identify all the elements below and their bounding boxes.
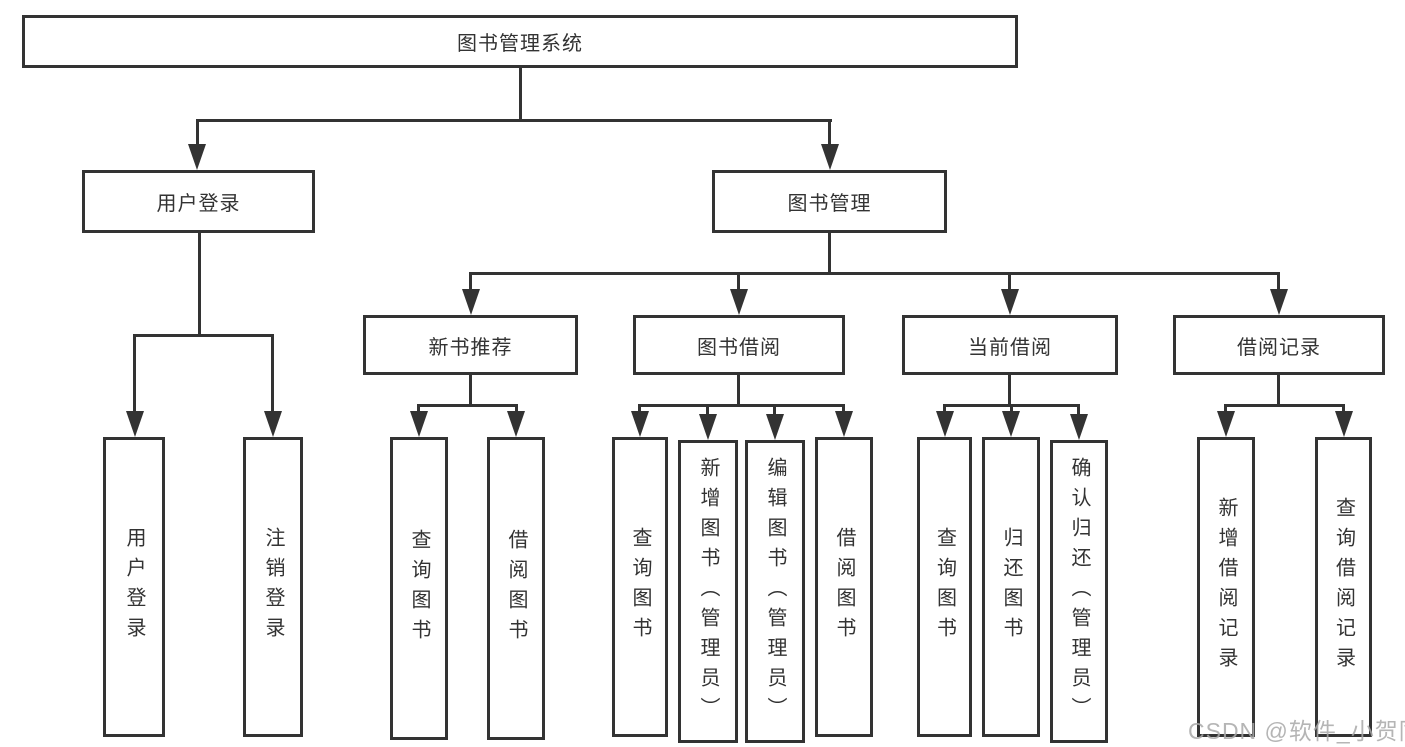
leaf-current-query-books: 查询图书	[917, 437, 972, 737]
leaf-current-confirm-return-admin-label: 确认归还（管理员）	[1068, 456, 1090, 727]
node-current-borrowing: 当前借阅	[902, 315, 1118, 375]
arrow-down-icon	[730, 289, 748, 315]
edge-bookmgmt-stub	[828, 233, 831, 274]
node-new-book-recommend-label: 新书推荐	[428, 336, 513, 359]
leaf-user-login-label: 用户登录	[123, 527, 145, 647]
edge-records-drop-1	[1224, 404, 1227, 413]
arrow-down-icon	[1217, 411, 1235, 437]
edge-borrow-drop-4	[842, 404, 845, 413]
edge-current-stub	[1008, 375, 1011, 406]
node-user-login: 用户登录	[82, 170, 315, 233]
edge-userlogin-drop-right	[271, 334, 274, 414]
node-borrow-records: 借阅记录	[1173, 315, 1385, 375]
leaf-borrow-borrow-books: 借阅图书	[815, 437, 873, 737]
edge-bookmgmt-drop-3	[1008, 272, 1011, 292]
edge-records-drop-2	[1342, 404, 1345, 413]
arrow-down-icon	[936, 411, 954, 437]
arrow-down-icon	[766, 414, 784, 440]
arrow-down-icon	[126, 411, 144, 437]
leaf-borrow-edit-books-admin: 编辑图书（管理员）	[745, 440, 805, 743]
node-book-management: 图书管理	[712, 170, 947, 233]
edge-userlogin-stub	[198, 233, 201, 336]
arrow-down-icon	[1270, 289, 1288, 315]
node-new-book-recommend: 新书推荐	[363, 315, 578, 375]
node-borrow-records-label: 借阅记录	[1237, 336, 1321, 359]
edge-current-drop-3	[1077, 404, 1080, 416]
edge-userlogin-drop-left	[133, 334, 136, 414]
arrow-down-icon	[699, 414, 717, 440]
edge-bookmgmt-drop-4	[1277, 272, 1280, 292]
leaf-user-login: 用户登录	[103, 437, 165, 737]
edge-root-drop-left	[196, 119, 199, 147]
leaf-current-query-books-label: 查询图书	[933, 527, 956, 647]
leaf-current-return-books-label: 归还图书	[1000, 527, 1022, 647]
leaf-records-add-record: 新增借阅记录	[1197, 437, 1255, 737]
leaf-records-add-record-label: 新增借阅记录	[1215, 497, 1237, 677]
edge-bookmgmt-drop-2	[737, 272, 740, 292]
arrow-down-icon	[188, 144, 206, 170]
edge-root-stub	[519, 68, 522, 121]
edge-records-stub	[1277, 375, 1280, 406]
arrow-down-icon	[410, 411, 428, 437]
edge-bookmgmt-branch	[469, 272, 1280, 275]
node-book-borrowing: 图书借阅	[633, 315, 845, 375]
edge-newrec-drop-2	[515, 404, 518, 413]
node-library-system-label: 图书管理系统	[457, 33, 583, 55]
edge-newrec-stub	[469, 375, 472, 406]
leaf-logout: 注销登录	[243, 437, 303, 737]
edge-borrow-drop-3	[773, 404, 776, 416]
arrow-down-icon	[462, 289, 480, 315]
leaf-newrec-query-books: 查询图书	[390, 437, 448, 740]
edge-borrow-drop-1	[638, 404, 641, 413]
edge-bookmgmt-drop-1	[469, 272, 472, 292]
edge-borrow-stub	[737, 375, 740, 406]
edge-borrow-branch	[639, 404, 845, 407]
leaf-newrec-borrow-books-label: 借阅图书	[505, 528, 527, 649]
node-current-borrowing-label: 当前借阅	[968, 336, 1052, 359]
edge-borrow-drop-2	[706, 404, 709, 416]
leaf-borrow-add-books-admin-label: 新增图书（管理员）	[697, 456, 719, 727]
node-library-system: 图书管理系统	[22, 15, 1018, 68]
arrow-down-icon	[1001, 289, 1019, 315]
edge-userlogin-branch	[133, 334, 274, 337]
leaf-records-query-record: 查询借阅记录	[1315, 437, 1372, 737]
arrow-down-icon	[1335, 411, 1353, 437]
edge-root-drop-right	[828, 119, 831, 147]
node-user-login-label: 用户登录	[156, 193, 241, 215]
arrow-down-icon	[264, 411, 282, 437]
watermark: CSDN @软件_小贺同学	[1188, 718, 1405, 744]
edge-newrec-branch	[418, 404, 518, 407]
arrow-down-icon	[821, 144, 839, 170]
leaf-current-confirm-return-admin: 确认归还（管理员）	[1050, 440, 1108, 743]
leaf-newrec-borrow-books: 借阅图书	[487, 437, 545, 740]
arrow-down-icon	[507, 411, 525, 437]
edge-current-drop-2	[1010, 404, 1013, 413]
node-book-management-label: 图书管理	[787, 193, 872, 215]
arrow-down-icon	[1070, 414, 1088, 440]
arrow-down-icon	[835, 411, 853, 437]
arrow-down-icon	[1002, 411, 1020, 437]
leaf-newrec-query-books-label: 查询图书	[408, 528, 430, 649]
node-book-borrowing-label: 图书借阅	[697, 336, 781, 359]
leaf-current-return-books: 归还图书	[982, 437, 1040, 737]
edge-newrec-drop-1	[417, 404, 420, 413]
leaf-borrow-query-books-label: 查询图书	[629, 527, 651, 647]
leaf-borrow-add-books-admin: 新增图书（管理员）	[678, 440, 738, 743]
leaf-borrow-borrow-books-label: 借阅图书	[833, 527, 855, 647]
leaf-borrow-edit-books-admin-label: 编辑图书（管理员）	[764, 456, 786, 727]
leaf-records-query-record-label: 查询借阅记录	[1332, 497, 1355, 677]
edge-root-branch	[196, 119, 832, 122]
edge-records-branch	[1225, 404, 1345, 407]
leaf-logout-label: 注销登录	[262, 527, 284, 647]
edge-current-drop-1	[943, 404, 946, 413]
leaf-borrow-query-books: 查询图书	[612, 437, 668, 737]
arrow-down-icon	[631, 411, 649, 437]
